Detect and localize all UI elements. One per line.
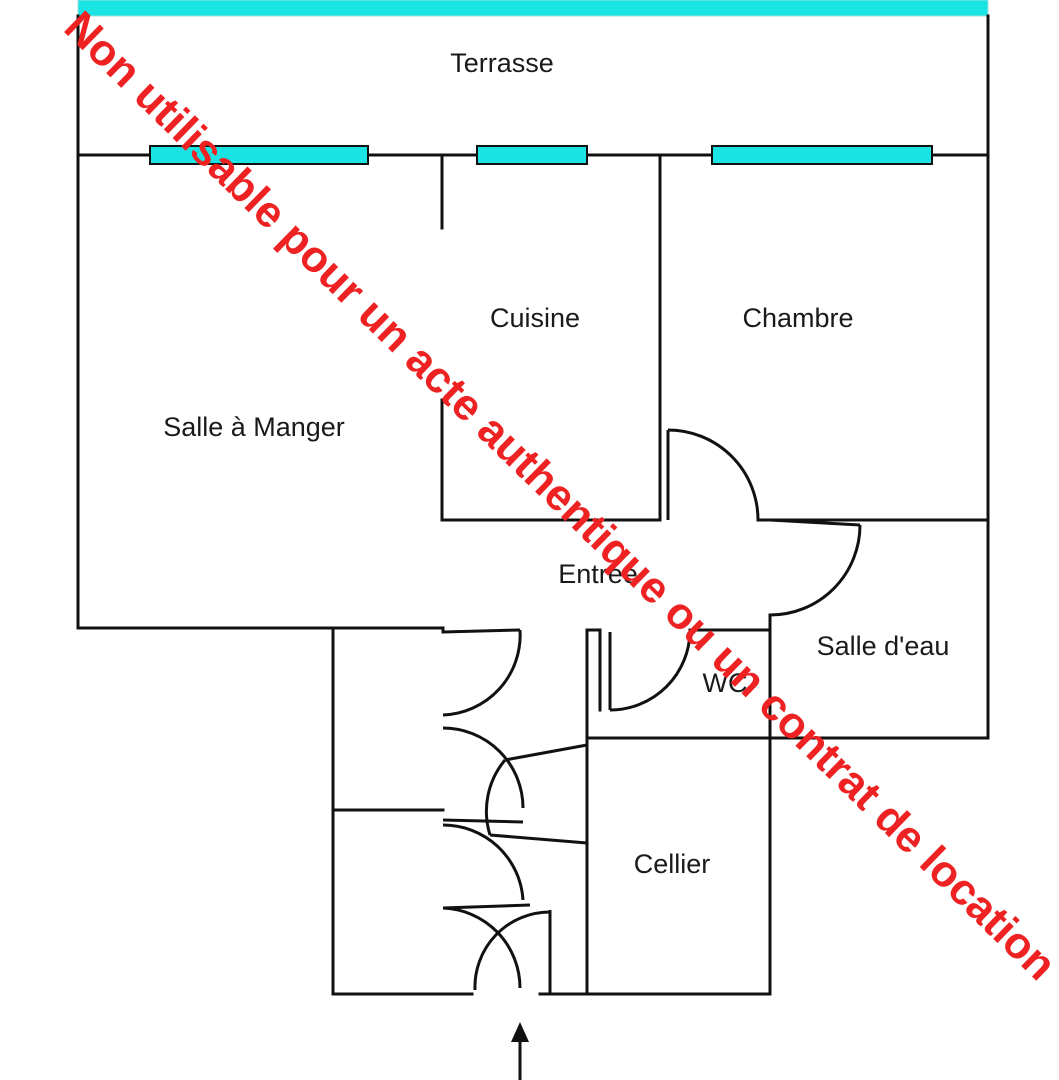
window-bedroom [711, 145, 933, 165]
room-label-salle-deau: Salle d'eau [817, 631, 950, 661]
windows [149, 145, 933, 165]
doors [442, 428, 862, 994]
room-label-cuisine: Cuisine [490, 303, 580, 333]
room-label-salle-a-manger: Salle à Manger [163, 412, 345, 442]
room-label-entree: Entrée [558, 559, 638, 589]
room-label-wc: WC [703, 668, 748, 698]
window-kitchen [476, 145, 588, 165]
room-label-chambre: Chambre [742, 303, 853, 333]
room-label-cellier: Cellier [634, 849, 711, 879]
terrace-railing [77, 0, 989, 17]
entrance-arrow [511, 1022, 529, 1080]
window-dining [149, 145, 369, 165]
room-label-terrasse: Terrasse [450, 48, 554, 78]
